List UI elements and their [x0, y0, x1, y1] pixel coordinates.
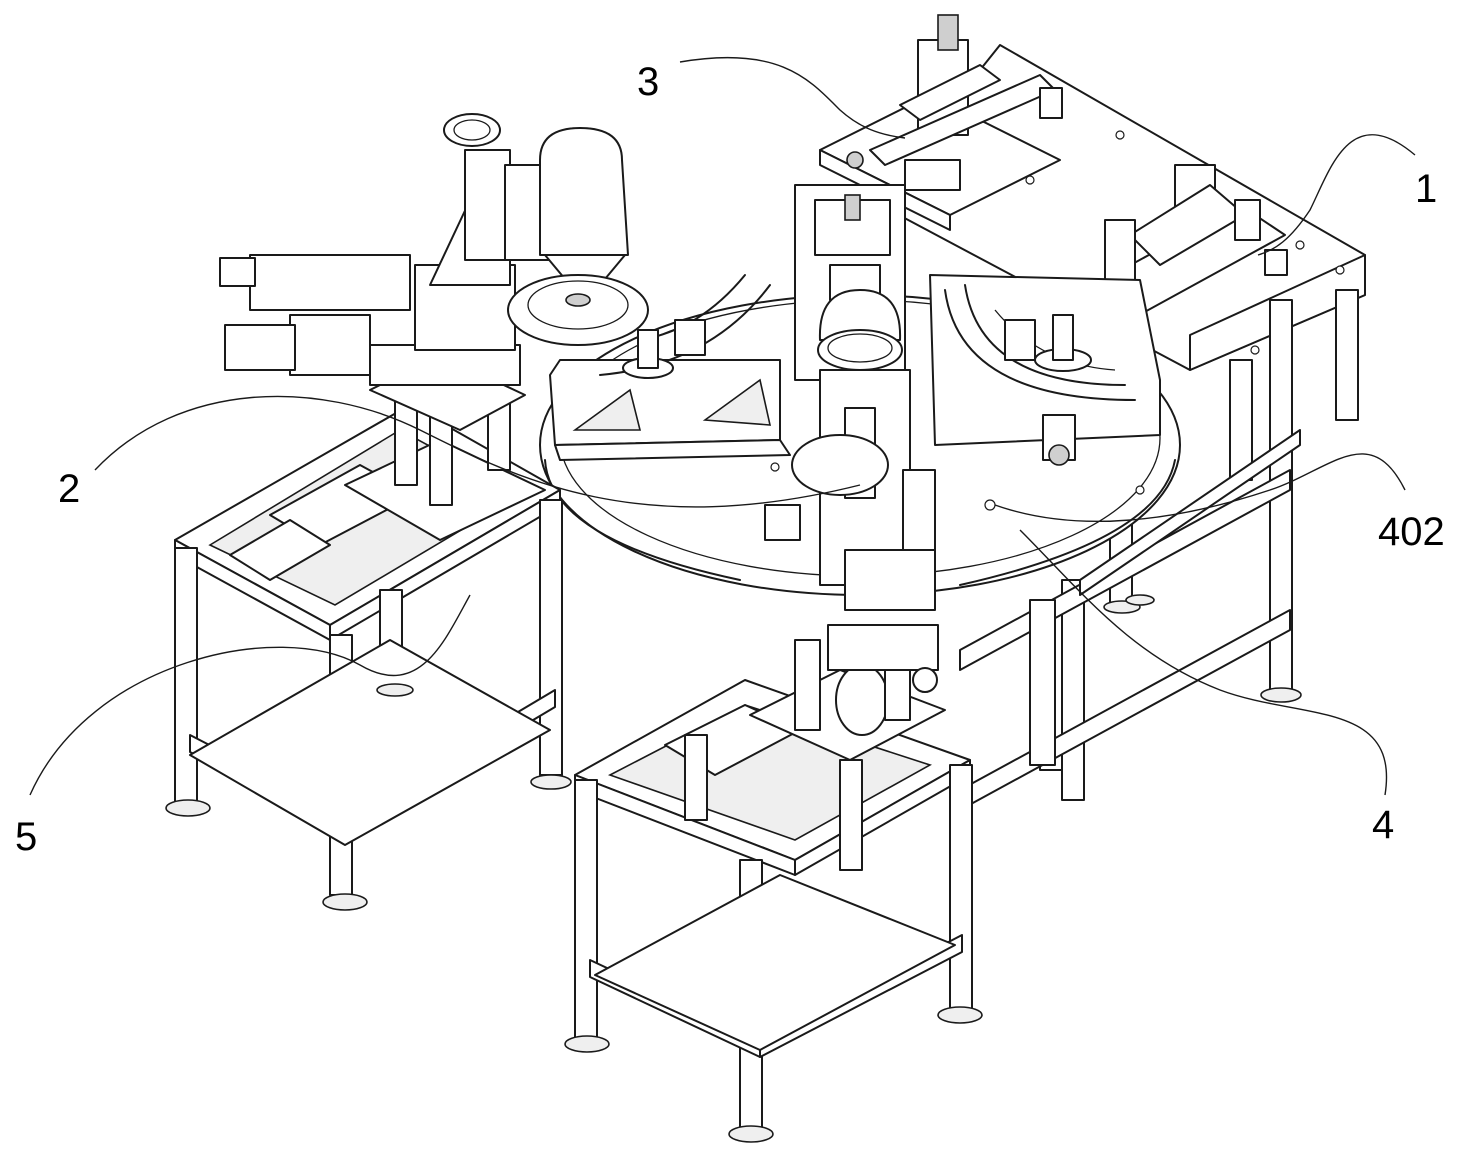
right-station — [929, 274, 1161, 466]
callout-5: 5 — [15, 815, 37, 859]
center-column — [764, 184, 936, 611]
leader-3 — [679, 56, 906, 139]
leader-1 — [1257, 134, 1416, 256]
callout-402: 402 — [1378, 510, 1445, 554]
leader-5 — [29, 594, 471, 796]
left-grinding-head — [219, 113, 649, 386]
left-stand — [165, 354, 572, 911]
callout-2: 2 — [58, 467, 80, 511]
top-clamp-unit — [819, 14, 1063, 231]
leader-402 — [994, 453, 1406, 522]
callout-4: 4 — [1372, 803, 1394, 847]
callout-3: 3 — [637, 60, 659, 104]
callout-labels: 1 2 3 4 5 402 — [15, 60, 1445, 859]
leader-2 — [94, 395, 861, 508]
front-stand — [564, 624, 983, 1143]
left-station — [549, 274, 791, 461]
rear-posts — [839, 599, 1056, 871]
leader-4 — [1019, 529, 1388, 796]
callout-1: 1 — [1415, 167, 1437, 211]
leader-lines — [29, 56, 1416, 796]
